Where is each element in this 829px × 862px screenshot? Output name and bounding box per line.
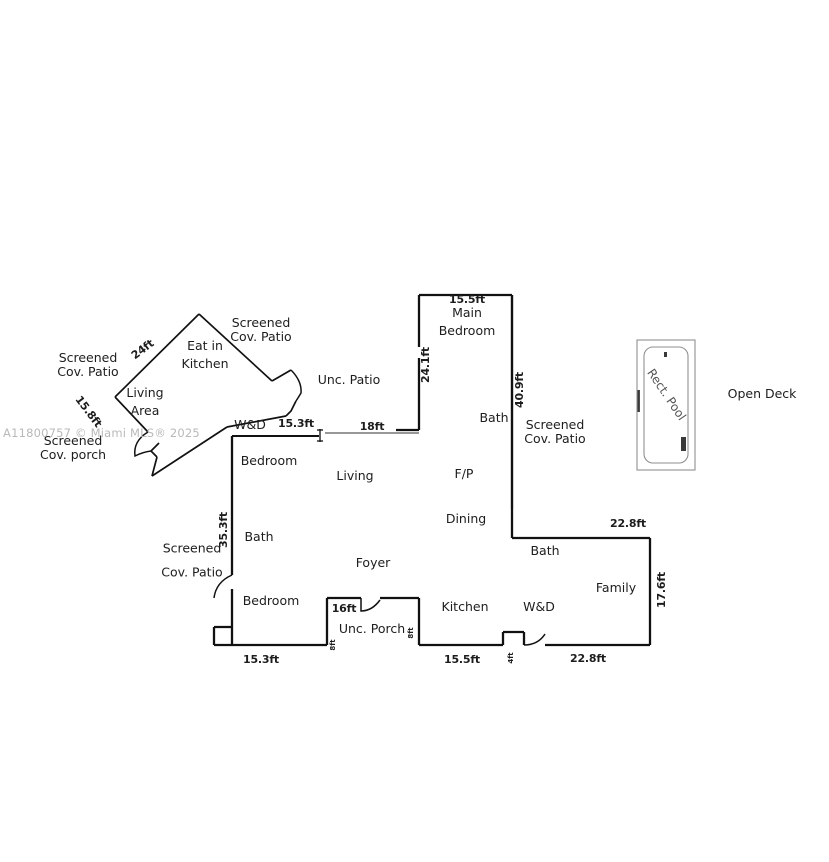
dimension-15-5ft-top: 15.5ft [449,292,485,306]
mls-watermark: A11800757 © Miami MLS® 2025 [3,426,200,440]
left-wall-door-arc [213,574,233,599]
room-label-bedroom-lower-left: Bedroom [242,593,300,608]
exterior-label-line2: Cov. Patio [57,364,119,379]
exterior-label-line1: Screened [525,417,585,432]
room-label-bath-main: Bath [479,410,509,425]
room-label-washer-dryer-left: W&D [234,417,266,432]
room-label-line2: Bedroom [438,323,496,338]
room-label-bedroom-upper-left: Bedroom [240,453,298,468]
pool-outline [636,339,696,471]
dimension-24-1ft: 24.1ft [418,347,432,383]
top-wall-door-marks [317,429,323,442]
room-label-bath-family: Bath [530,543,560,558]
room-label-eat-in-kitchen: Eat in Kitchen [182,337,229,373]
dimension-40-9ft: 40.9ft [512,372,526,408]
exterior-label-line1: Screened [162,540,222,556]
exterior-label-screened-cov-patio-right: Screened Cov. Patio [524,418,585,446]
exterior-label-screened-cov-porch: Screened Cov. porch [40,434,106,462]
diagonal-wing-outline [114,313,297,477]
dimension-15-3ft-bottom: 15.3ft [243,652,279,666]
room-label-line2: Area [130,403,160,418]
bottom-notch-door-arc [523,633,546,646]
dimension-8ft-porch-left: 8ft [329,639,338,651]
diagonal-wing-door-arcs [134,369,302,458]
exterior-label-line1: Screened [231,315,291,330]
dimension-22-8ft-lower: 22.8ft [570,651,606,665]
room-label-line1: Living [126,384,164,400]
dimension-15-3ft-top: 15.3ft [278,416,314,430]
main-bedroom-outline [396,293,512,432]
dimension-8ft-porch-right: 8ft [407,627,416,639]
room-label-unc-porch: Unc. Porch [338,621,406,636]
room-label-living-area: Living Area [126,384,163,420]
room-label-line1: Main [452,304,482,320]
porch-door-arc [360,598,381,612]
room-label-fireplace: F/P [454,466,474,481]
exterior-label-line1: Screened [43,433,103,448]
dimension-17-6ft: 17.6ft [654,572,668,608]
dimension-18ft: 18ft [359,419,385,433]
main-house-outline [212,436,652,647]
dimension-4ft-bottom: 4ft [507,652,516,664]
room-label-family: Family [595,580,637,595]
room-label-unc-patio: Unc. Patio [317,372,381,387]
room-label-line1: Eat in [187,337,223,353]
room-label-line2: Kitchen [181,356,229,371]
exterior-label-screened-cov-patio-left: Screened Cov. Patio [57,351,118,379]
room-label-kitchen: Kitchen [441,599,489,614]
exterior-label-line2: Cov. Patio [524,431,586,446]
exterior-label-line1: Screened [58,350,118,365]
room-label-dining: Dining [445,511,487,526]
room-label-foyer: Foyer [355,555,391,570]
exterior-label-line2: Cov. Patio [161,564,223,579]
dimension-15-5ft-bottom: 15.5ft [444,652,480,666]
room-label-main-bedroom: Main Bedroom [439,304,496,340]
exterior-label-screened-cov-patio-bottom-left: Screened Cov. Patio [161,536,222,584]
exterior-label-line2: Cov. Patio [230,329,292,344]
dimension-22-8ft-upper: 22.8ft [610,516,646,530]
exterior-label-open-deck: Open Deck [727,386,797,401]
room-label-washer-dryer-main: W&D [523,599,555,614]
room-label-living: Living [336,468,374,483]
dimension-16ft: 16ft [331,601,357,615]
exterior-label-line2: Cov. porch [40,447,106,462]
exterior-label-screened-cov-patio-top: Screened Cov. Patio [230,316,291,344]
dimension-35-3ft: 35.3ft [216,512,230,548]
room-label-bath-left: Bath [244,529,274,544]
